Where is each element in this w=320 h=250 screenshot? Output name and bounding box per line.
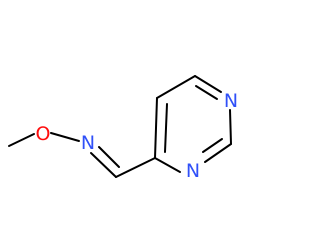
ring-bond-n3-c4	[154, 157, 181, 173]
bond-nitrogen-carbon-1	[90, 152, 117, 178]
ring-bond-c4-c5	[154, 97, 158, 159]
ring-bond-c5-c6	[156, 75, 196, 99]
bond-carbon-ring	[115, 157, 156, 178]
background	[0, 0, 250, 250]
ring-bond-c2-n3-inner	[202, 138, 223, 153]
molecule-structure: O N N N	[0, 0, 250, 250]
atom-label-oxime-nitrogen: N	[81, 132, 95, 154]
atom-label-ring-nitrogen-top: N	[224, 90, 238, 112]
bond-methyl-oxygen	[8, 133, 35, 147]
ring-bond-c4-c5-inner	[164, 103, 168, 153]
bond-oxygen-nitrogen	[50, 132, 80, 142]
atom-labels: O N N N	[36, 90, 239, 182]
ring-bond-c2-n3	[204, 143, 232, 163]
atom-label-ring-nitrogen-bottom: N	[186, 160, 200, 182]
bonds	[8, 75, 232, 178]
ring-bond-c6-n1-inner	[195, 85, 218, 100]
atom-label-oxygen: O	[36, 123, 51, 145]
bond-nitrogen-carbon-2	[98, 146, 120, 168]
ring-bond-c6-n1	[194, 75, 222, 93]
ring-bond-n1-c2	[229, 109, 232, 145]
